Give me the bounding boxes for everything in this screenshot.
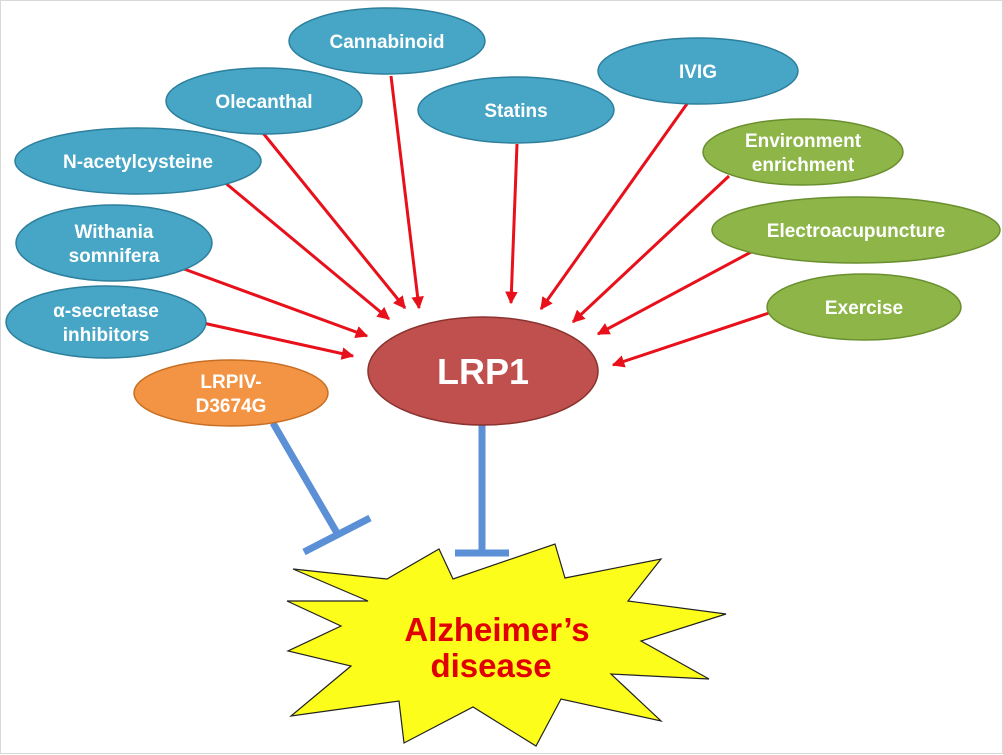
inhibit-lrp1-to-alzheimers xyxy=(455,425,509,557)
node-label-lrpiv-d3674g-line2: D3674G xyxy=(196,396,267,417)
arrow-alpha-secretase-inhibitors-to-lrp1 xyxy=(202,321,355,360)
node-ellipse-olecanthal xyxy=(165,67,363,135)
node-label-exercise: Exercise xyxy=(825,298,903,319)
node-label-lrpiv-d3674g-line1: LRPIV- xyxy=(200,372,261,393)
node-environment-enrichment: Environment enrichment xyxy=(702,118,904,186)
arrows-layer xyxy=(183,75,770,368)
node-label-n-acetylcysteine: N-acetylcysteine xyxy=(63,152,213,173)
burst-shape xyxy=(286,543,727,747)
lrp1-label: LRP1 xyxy=(437,351,529,392)
inhibit-lrpiv-to-alzheimers-stem xyxy=(269,421,341,535)
node-electroacupuncture: Electroacupuncture xyxy=(711,196,1001,264)
inhibit-lrpiv-to-alzheimers xyxy=(269,421,372,556)
node-label-ivig: IVIG xyxy=(679,62,717,83)
arrow-environment-enrichment-to-lrp1 xyxy=(571,174,731,324)
arrow-olecanthal-to-lrp1 xyxy=(261,132,407,309)
node-label-statins: Statins xyxy=(484,101,547,122)
node-lrpiv-d3674g: LRPIV- D3674G xyxy=(133,359,329,427)
node-ellipse-withania-somnifera xyxy=(15,204,213,282)
node-ellipse-cannabinoid xyxy=(288,7,486,75)
node-label-cannabinoid: Cannabinoid xyxy=(329,32,444,53)
node-statins: Statins xyxy=(417,76,615,144)
alzheimers-disease-burst: Alzheimer’s disease xyxy=(286,543,727,747)
node-label-olecanthal: Olecanthal xyxy=(215,92,312,113)
node-ellipse-environment-enrichment xyxy=(702,118,904,186)
node-exercise: Exercise xyxy=(766,273,962,341)
node-ellipse-n-acetylcysteine xyxy=(14,127,262,195)
node-label-withania-somnifera-line2: somnifera xyxy=(69,246,160,267)
arrow-n-acetylcysteine-to-lrp1 xyxy=(222,179,390,321)
arrow-electroacupuncture-to-lrp1 xyxy=(596,249,754,336)
node-label-electroacupuncture: Electroacupuncture xyxy=(767,221,945,242)
node-ellipse-alpha-secretase-inhibitors xyxy=(5,285,207,359)
node-label-alpha-secretase-inhibitors-line1: α-secretase xyxy=(53,301,159,322)
node-ellipse-ivig xyxy=(597,37,799,105)
arrow-ivig-to-lrp1 xyxy=(539,100,691,311)
node-label-environment-enrichment-line1: Environment xyxy=(745,131,862,152)
node-label-alpha-secretase-inhibitors-line2: inhibitors xyxy=(63,325,150,346)
node-label-withania-somnifera-line1: Withania xyxy=(75,222,154,243)
node-ellipse-lrpiv-d3674g xyxy=(133,359,329,427)
node-cannabinoid: Cannabinoid xyxy=(288,7,486,75)
arrow-cannabinoid-to-lrp1 xyxy=(389,75,424,310)
outcome-label-line2: disease xyxy=(430,647,551,684)
lrp1-ellipse xyxy=(367,316,599,426)
node-ellipse-electroacupuncture xyxy=(711,196,1001,264)
node-n-acetylcysteine: N-acetylcysteine xyxy=(14,127,262,195)
arrow-withania-somnifera-to-lrp1 xyxy=(183,267,369,339)
node-ellipse-statins xyxy=(417,76,615,144)
node-ivig: IVIG xyxy=(597,37,799,105)
inhibition-layer xyxy=(269,421,509,557)
outcome-label-line1: Alzheimer’s xyxy=(404,611,589,648)
node-ellipse-exercise xyxy=(766,273,962,341)
node-withania-somnifera: Withania somnifera xyxy=(15,204,213,282)
arrow-exercise-to-lrp1 xyxy=(611,311,770,368)
node-alpha-secretase-inhibitors: α-secretase inhibitors xyxy=(5,285,207,359)
arrow-statins-to-lrp1 xyxy=(505,143,519,305)
lrp1-node: LRP1 xyxy=(367,316,599,426)
inhibit-lrpiv-to-alzheimers-bar xyxy=(302,514,372,556)
node-olecanthal: Olecanthal xyxy=(165,67,363,135)
node-label-environment-enrichment-line2: enrichment xyxy=(752,155,855,176)
